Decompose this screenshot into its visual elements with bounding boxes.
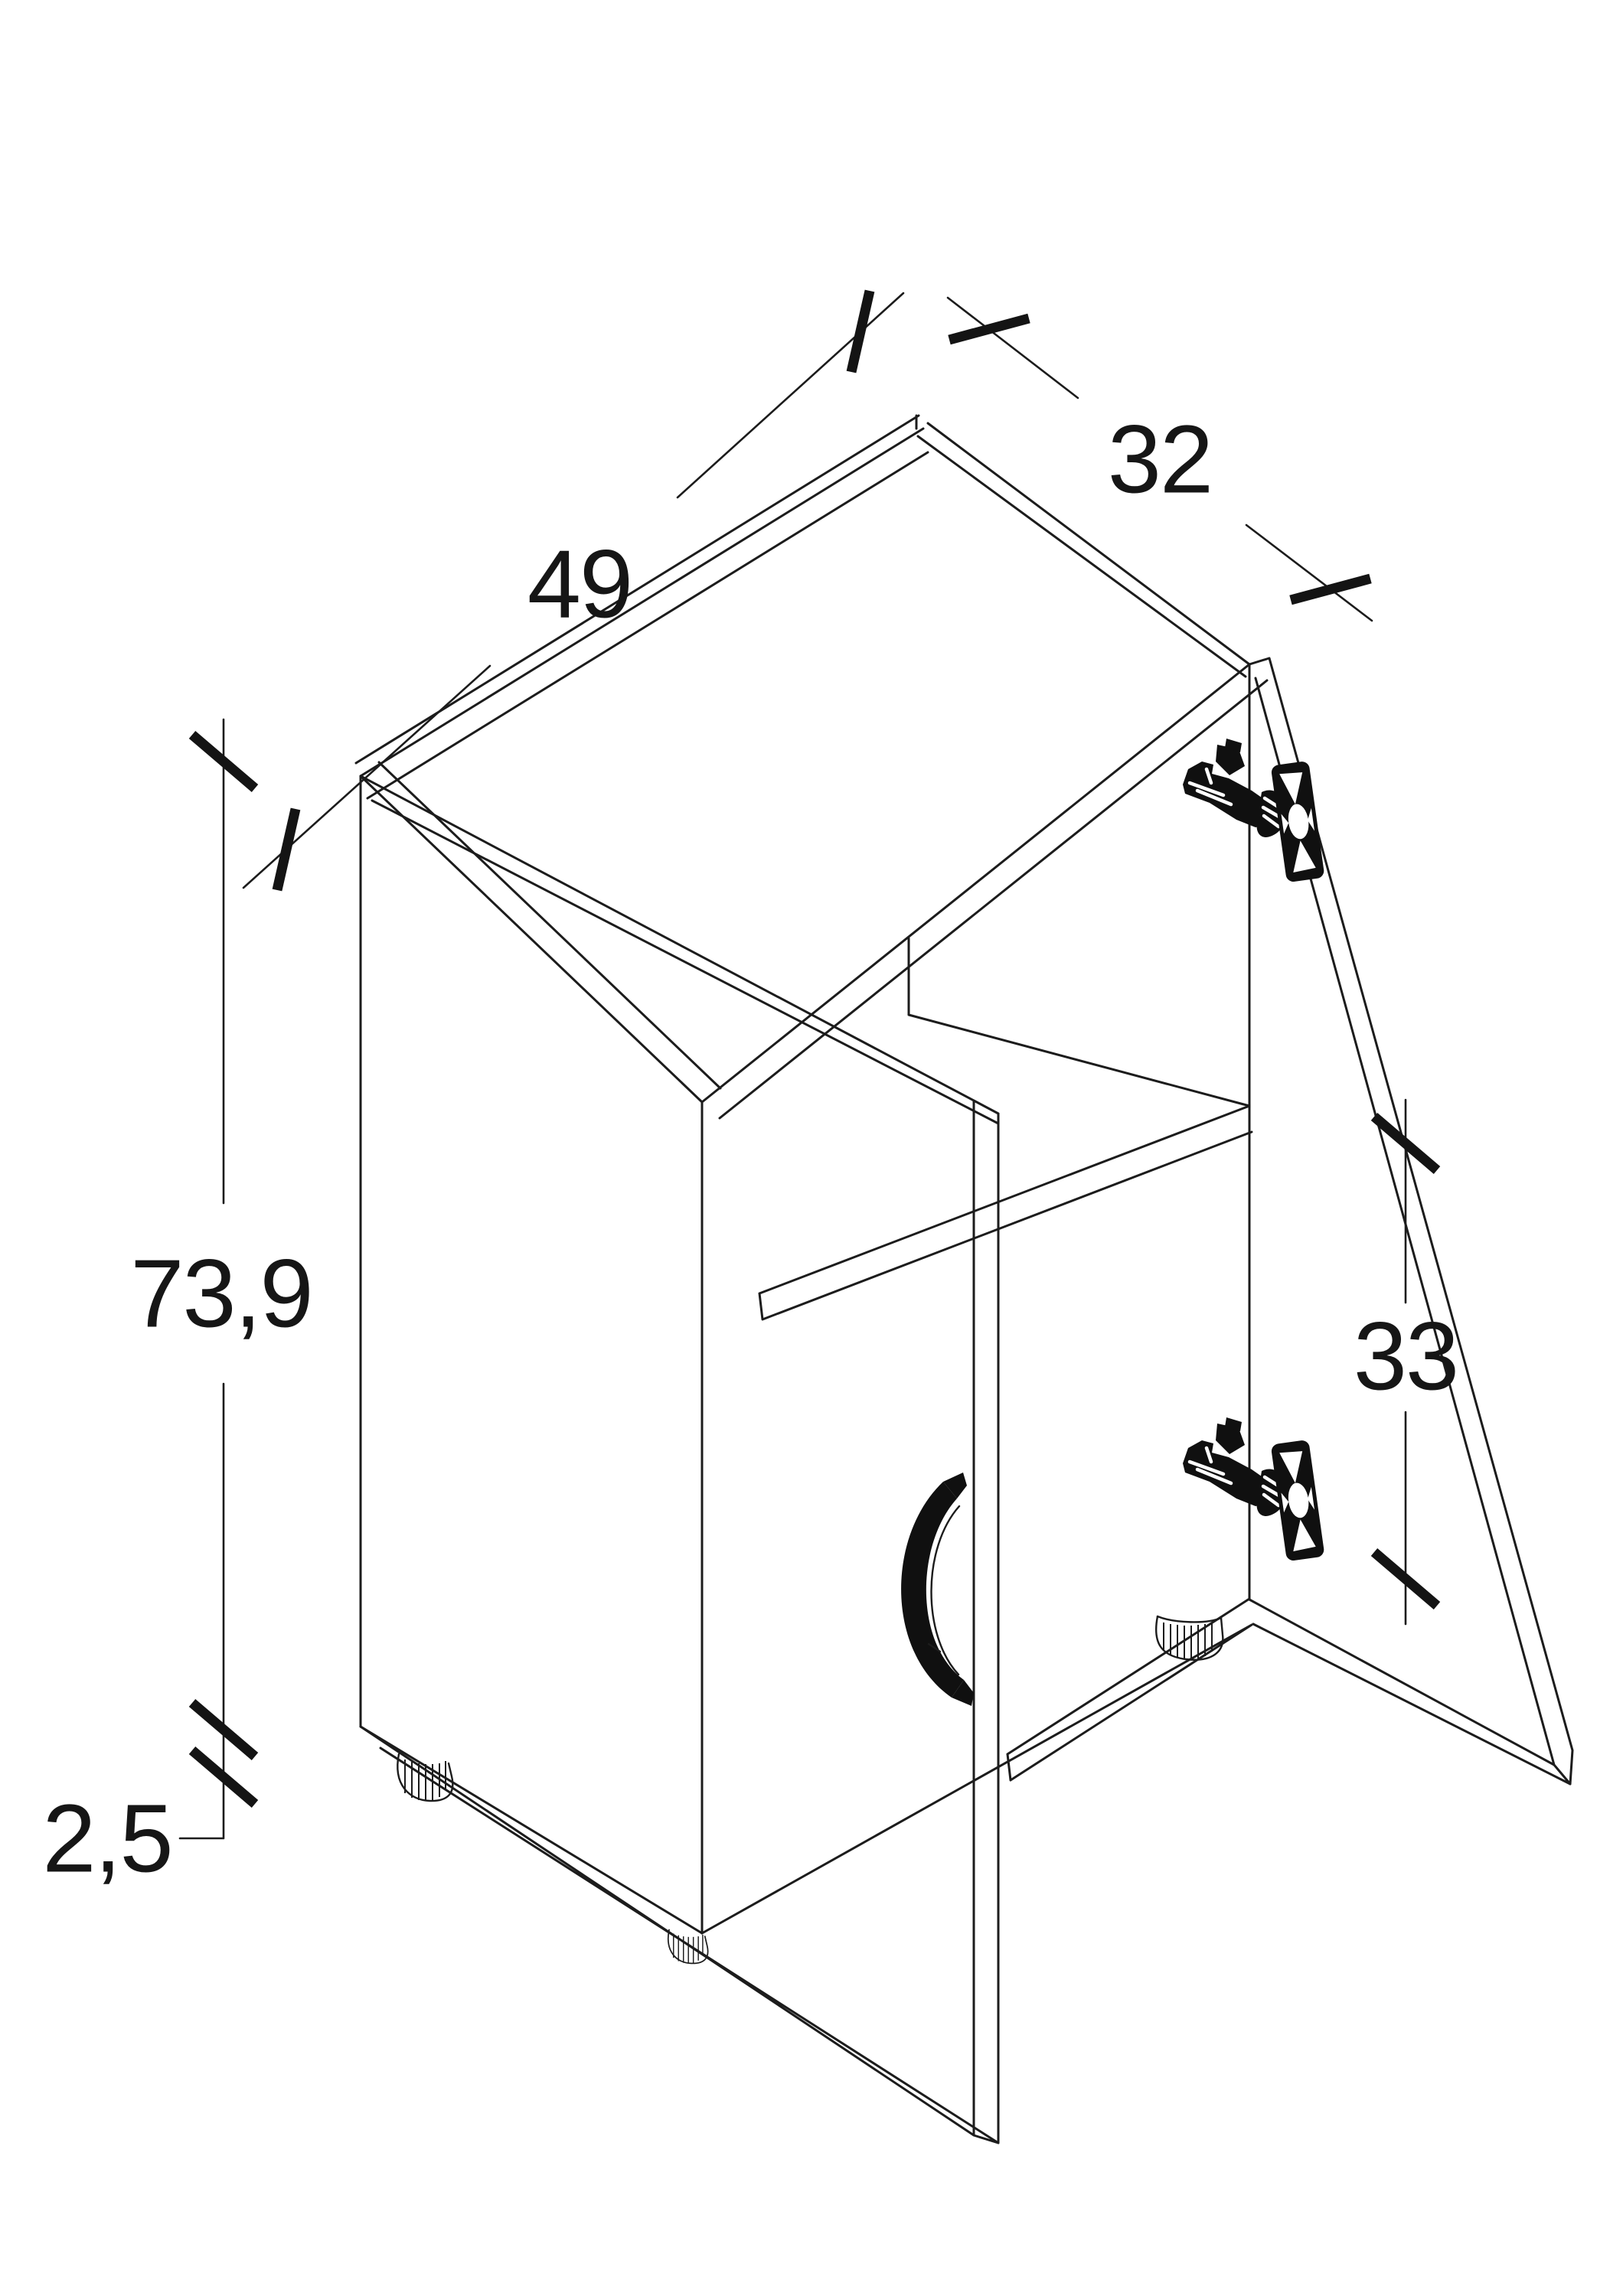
handle-notch — [927, 1642, 942, 1653]
dimension-tick — [948, 313, 1030, 345]
hinge-top — [1183, 739, 1325, 882]
dimension-tick — [1370, 1113, 1441, 1174]
dimension-tick — [188, 1699, 259, 1760]
dimension-height: 73,9 2,5 — [42, 718, 314, 1893]
handle-bottom-lug — [952, 1680, 974, 1706]
dimension-hinge-spacing: 33 — [1354, 1098, 1459, 1626]
door-handle — [901, 1473, 974, 1706]
dimension-line — [178, 718, 225, 1840]
dimension-depth: 32 — [946, 296, 1373, 622]
dimension-tick — [1289, 573, 1372, 605]
carcass-outline-lines — [354, 414, 1269, 1935]
dimension-width: 49 — [242, 289, 905, 892]
handle-inner-edge — [930, 1505, 961, 1676]
width-dimension-label: 49 — [527, 530, 632, 638]
handle-top-lug — [943, 1473, 967, 1499]
dimension-tick — [1370, 1548, 1441, 1609]
hinge-spacing-dimension-label: 33 — [1354, 1303, 1458, 1411]
dimension-tick — [188, 731, 259, 792]
depth-dimension-label: 32 — [1108, 406, 1212, 514]
shelf-lines — [700, 1104, 1253, 1935]
handle-bow — [901, 1482, 964, 1698]
dimension-tick — [846, 289, 875, 373]
dimension-line — [946, 296, 1373, 622]
height-dimension-label: 73,9 — [130, 1240, 312, 1348]
left-door-outline — [359, 775, 1000, 2144]
dimension-tick — [188, 1746, 259, 1808]
foot-right — [1154, 1615, 1224, 1661]
foot-height-dimension-label: 2,5 — [42, 1785, 171, 1893]
dimension-tick — [272, 807, 301, 892]
hinge-bottom — [1183, 1417, 1325, 1561]
left-door — [359, 775, 1000, 2144]
cabinet-carcass — [354, 414, 1269, 1935]
